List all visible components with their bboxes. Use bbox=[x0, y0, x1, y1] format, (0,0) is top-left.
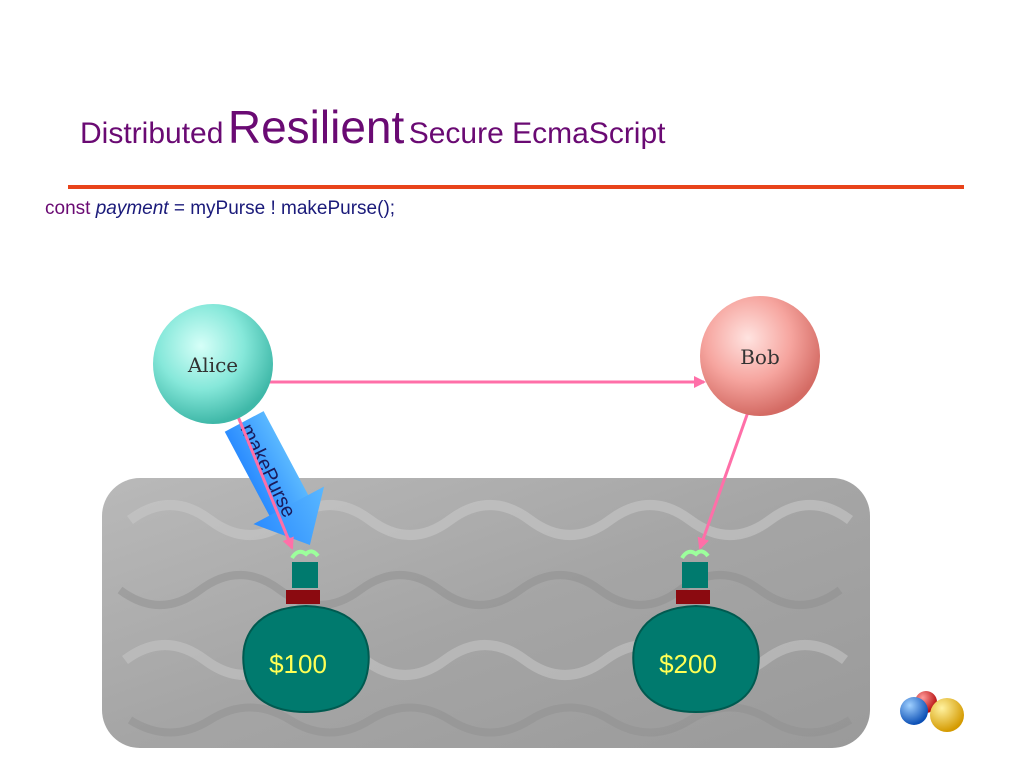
vat-box bbox=[102, 478, 870, 748]
alice-to-purse-arrow bbox=[230, 401, 294, 550]
code-expression: = myPurse ! makePurse(); bbox=[173, 198, 396, 219]
alice-node: Alice bbox=[153, 304, 273, 424]
title-distributed: Distributed bbox=[80, 117, 224, 150]
code-variable: payment bbox=[95, 198, 169, 219]
money-bag-icon bbox=[632, 549, 760, 714]
bob-node: Bob bbox=[700, 296, 820, 416]
purse-bob-amount: $200 bbox=[659, 649, 717, 679]
title-divider bbox=[68, 185, 964, 189]
bob-label: Bob bbox=[740, 345, 780, 369]
logo-balls-icon bbox=[900, 691, 964, 732]
title-secure-ecmascript: Secure EcmaScript bbox=[408, 117, 666, 150]
purse-alice: $100 bbox=[242, 549, 370, 714]
slide-title: Distributed Resilient Secure EcmaScript bbox=[80, 100, 666, 154]
purse-alice-amount: $100 bbox=[269, 649, 327, 679]
code-line: const payment = myPurse ! makePurse(); bbox=[45, 198, 395, 220]
money-bag-icon bbox=[242, 549, 370, 714]
purse-bob: $200 bbox=[632, 549, 760, 714]
alice-label: Alice bbox=[187, 353, 238, 377]
code-keyword: const bbox=[45, 198, 91, 219]
title-resilient: Resilient bbox=[227, 101, 405, 153]
bob-to-purse-arrow bbox=[697, 411, 750, 550]
